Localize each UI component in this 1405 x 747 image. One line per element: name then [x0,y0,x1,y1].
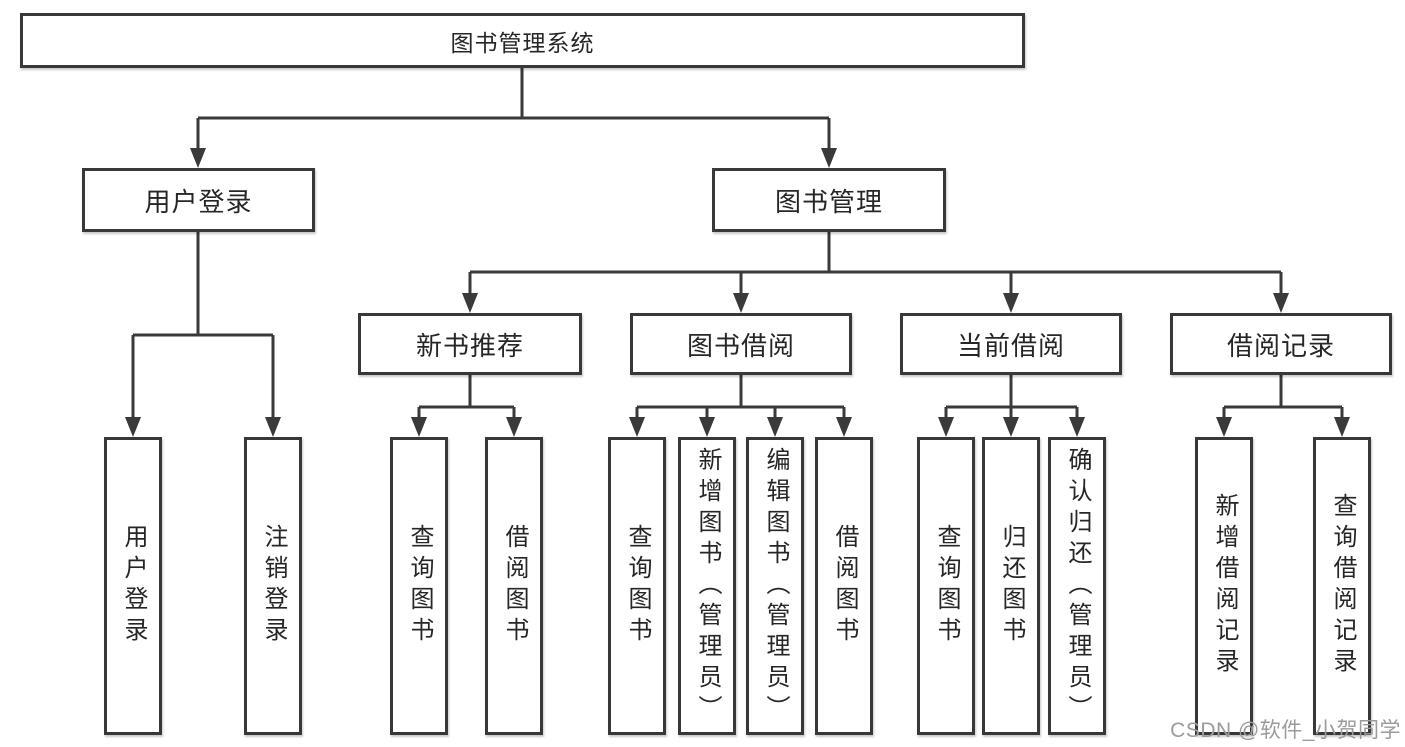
leaf-borrow-books-recommend: 借阅图书 [485,437,543,735]
node-new-book-recommendation: 新书推荐 [358,313,582,375]
node-label: 图书借阅 [686,330,795,361]
down-arrowhead-icon [733,293,749,313]
down-arrowhead-icon [265,417,281,437]
down-arrowhead-icon [462,293,478,313]
node-label: 当前借阅 [956,330,1065,361]
down-arrowhead-icon [1003,417,1019,437]
down-arrowhead-icon [1216,417,1232,437]
down-arrowhead-icon [506,417,522,437]
node-book-management: 图书管理 [712,168,946,232]
csdn-watermark: CSDN @软件_小贺同学 [1170,719,1401,742]
node-current-borrowing: 当前借阅 [900,313,1122,375]
leaf-logout: 注销登录 [244,437,302,735]
down-arrowhead-icon [629,417,645,437]
leaf-query-books-borrowing: 查询图书 [608,437,666,735]
down-arrowhead-icon [699,417,715,437]
node-label: 图书管理系统 [450,29,595,56]
leaf-query-books-current: 查询图书 [917,437,975,735]
node-book-borrowing: 图书借阅 [630,313,852,375]
leaf-add-books-admin: 新增图书（管理员） [678,437,736,735]
down-arrowhead-icon [1069,417,1085,437]
node-label: 新书推荐 [415,330,524,361]
down-arrowhead-icon [821,148,837,168]
node-borrowing-records: 借阅记录 [1170,313,1392,375]
down-arrowhead-icon [125,417,141,437]
leaf-add-borrow-record: 新增借阅记录 [1195,437,1253,735]
down-arrowhead-icon [938,417,954,437]
down-arrowhead-icon [767,417,783,437]
leaf-query-borrow-record: 查询借阅记录 [1313,437,1371,735]
down-arrowhead-icon [1334,417,1350,437]
leaf-confirm-return-admin: 确认归还（管理员） [1048,437,1106,735]
down-arrowhead-icon [411,417,427,437]
down-arrowhead-icon [836,417,852,437]
node-user-login: 用户登录 [82,168,315,232]
leaf-return-books: 归还图书 [982,437,1040,735]
down-arrowhead-icon [190,148,206,168]
node-label: 图书管理 [774,186,883,217]
node-label: 借阅记录 [1226,330,1335,361]
leaf-borrow-books: 借阅图书 [815,437,873,735]
down-arrowhead-icon [1003,293,1019,313]
node-label: 用户登录 [144,186,253,217]
leaf-user-login: 用户登录 [104,437,162,735]
leaf-edit-books-admin: 编辑图书（管理员） [746,437,804,735]
leaf-query-books-recommend: 查询图书 [390,437,448,735]
down-arrowhead-icon [1273,293,1289,313]
node-library-management-system: 图书管理系统 [20,13,1025,68]
